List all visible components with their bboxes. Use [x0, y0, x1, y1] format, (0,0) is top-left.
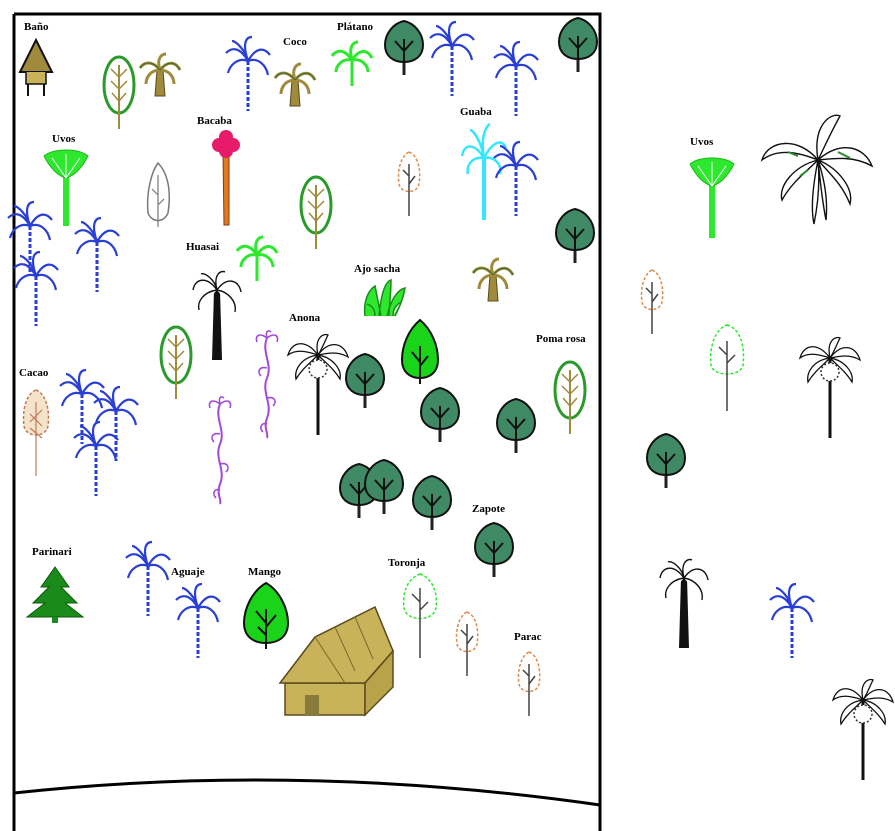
ajo-sacha-shrub-icon: [365, 280, 405, 316]
bright-green-tree-icon: [402, 320, 438, 384]
dark-tree-icon: [413, 476, 451, 530]
oval-tree-icon: [161, 327, 191, 399]
purple-vine-icon: [256, 331, 277, 438]
dark-tree-icon: [365, 460, 403, 514]
large-palm-icon: [762, 115, 872, 224]
orange-outline-tree-icon: [456, 612, 477, 676]
blue-palm-icon: [60, 370, 104, 444]
toronja-tree-icon: [404, 574, 437, 658]
oval-tree-icon: [104, 57, 134, 129]
dark-tree-icon: [556, 209, 594, 263]
parinari-pine-icon: [27, 567, 83, 623]
banana-plant-icon: [332, 42, 372, 86]
black-palm-icon: [660, 560, 708, 648]
blue-palm-icon: [94, 387, 138, 461]
poma-rosa-tree-icon: [555, 362, 585, 434]
white-palm-icon: [833, 680, 893, 780]
label-toronja: Toronja: [388, 557, 426, 569]
blue-palm-icon: [226, 37, 270, 111]
blue-palm-icon: [430, 22, 474, 96]
dark-tree-icon: [559, 18, 597, 72]
label-ajo-sacha: Ajo sacha: [354, 263, 401, 275]
dark-tree-icon: [497, 399, 535, 453]
house-icon: [280, 607, 393, 715]
label-huasai: Huasai: [186, 241, 219, 253]
toronja-tree-icon: [711, 325, 744, 411]
uvos-palm-icon: [690, 158, 734, 238]
bacaba-palm-icon: [212, 130, 240, 225]
white-palm-icon: [800, 338, 860, 438]
dark-tree-icon: [647, 434, 685, 488]
tan-palm-icon: [473, 259, 513, 301]
label-bano: Baño: [24, 21, 49, 33]
dark-tree-icon: [421, 388, 459, 442]
blue-palm-icon: [75, 218, 119, 292]
huasai-palm-icon: [193, 272, 241, 360]
label-guaba: Guaba: [460, 106, 492, 118]
mango-tree-icon: [244, 583, 288, 649]
label-platano: Plátano: [337, 21, 374, 33]
road-curve: [14, 780, 600, 805]
label-bacaba: Bacaba: [197, 115, 232, 127]
label-poma-rosa: Poma rosa: [536, 333, 586, 345]
label-mango: Mango: [248, 566, 282, 578]
blue-palm-icon: [770, 584, 814, 658]
blue-palm-icon: [14, 252, 58, 326]
purple-vine-icon: [209, 397, 230, 504]
bathroom-hut-icon: [20, 40, 52, 96]
blue-palm-icon: [126, 542, 170, 616]
label-coco: Coco: [283, 36, 307, 48]
white-tree-icon: [148, 163, 170, 227]
green-palm-icon: [237, 237, 277, 281]
label-anona: Anona: [289, 312, 321, 324]
tan-palm-icon: [140, 54, 180, 96]
coconut-palm-icon: [275, 64, 315, 106]
dark-tree-icon: [346, 354, 384, 408]
blue-palm-icon: [494, 142, 538, 216]
label-parac: Parac: [514, 631, 542, 643]
dark-tree-icon: [385, 21, 423, 75]
label-uvos: Uvos: [52, 133, 76, 145]
oval-tree-icon: [301, 177, 331, 249]
uvos-palm-icon: [44, 150, 88, 226]
orange-outline-tree-icon: [641, 270, 662, 334]
label-aguaje: Aguaje: [171, 566, 205, 578]
label-uvos-2: Uvos: [690, 136, 714, 148]
aguaje-palm-icon: [176, 584, 220, 658]
label-zapote: Zapote: [472, 503, 505, 515]
parac-tree-icon: [518, 652, 539, 716]
zapote-tree-icon: [475, 523, 513, 577]
anona-tree-icon: [288, 335, 348, 435]
orange-outline-tree-icon: [398, 152, 419, 216]
cacao-tree-icon: [24, 390, 49, 476]
label-parinari: Parinari: [32, 546, 72, 558]
blue-palm-icon: [494, 42, 538, 116]
label-cacao: Cacao: [19, 367, 49, 379]
